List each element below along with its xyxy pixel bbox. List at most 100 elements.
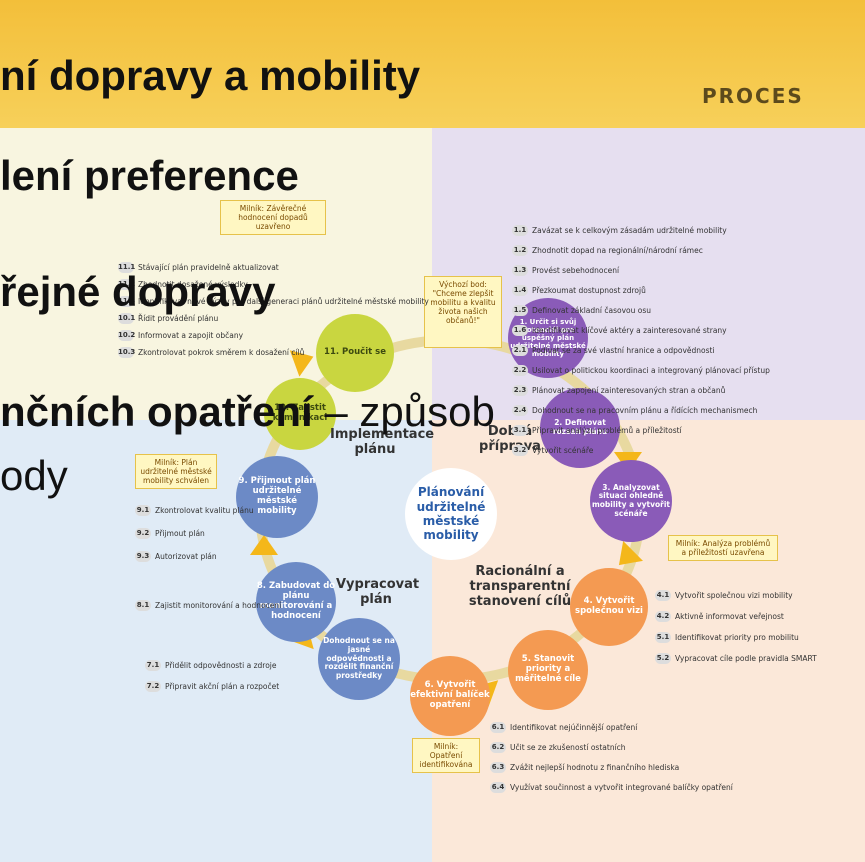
substep-number: 1.4 xyxy=(512,285,528,296)
headline-4b: – způsob xyxy=(312,388,495,435)
step-4-circle: 4. Vytvořit společnou vizi xyxy=(570,568,648,646)
substep-label: Vytvořit scénáře xyxy=(532,446,594,455)
step-8-circle: 8. Zabudovat do plánu monitorování a hod… xyxy=(256,562,336,642)
substep-label: Zkontrolovat kvalitu plánu xyxy=(155,506,254,515)
substep-number: 10.1 xyxy=(118,313,136,324)
substep-number: 6.2 xyxy=(490,742,506,753)
headline-4: nčních opatření xyxy=(0,388,313,435)
substep-number: 5.1 xyxy=(655,632,671,643)
substeps-7: 7.1 Přidělit odpovědnosti a zdroje 7.2 Přip… xyxy=(145,660,279,702)
substep-label: Zhodnotit dopad na regionální/národní rá… xyxy=(532,246,703,255)
substep-label: Zkontrolovat pokrok směrem k dosažení cí… xyxy=(138,348,305,357)
substep-label: Identifikovat nové výzvy pro další gener… xyxy=(138,297,429,306)
substeps-right: 1.1 Zavázat se k celkovým zásadám udržite… xyxy=(512,225,770,465)
substep-label: Vytvořit společnou vizi mobility xyxy=(675,591,793,600)
substep-number: 9.1 xyxy=(135,505,151,516)
proces-label: PROCES xyxy=(702,84,804,108)
substep-number: 10.2 xyxy=(118,330,136,341)
step-11-circle: 11. Poučit se xyxy=(316,314,394,392)
header-banner xyxy=(0,0,865,128)
substep-number: 5.2 xyxy=(655,653,671,664)
headline-5: ody xyxy=(0,452,68,499)
substep-number: 11.2 xyxy=(118,279,136,290)
substep-label: Zajistit monitorování a hodnocení xyxy=(155,601,282,610)
step-9-circle: 9. Přijmout plán udržitelné městské mobi… xyxy=(236,456,318,538)
substep-number: 4.1 xyxy=(655,590,671,601)
substep-label: Definovat základní časovou osu xyxy=(532,306,651,315)
substep-label: Podívat se za své vlastní hranice a odpo… xyxy=(532,346,715,355)
substep-label: Připravit akční plán a rozpočet xyxy=(165,682,280,691)
substep-number: 7.2 xyxy=(145,681,161,692)
milestone-2: Milník: Plán udržitelné městské mobility… xyxy=(135,454,217,489)
center-circle: Plánování udržitelné městské mobility xyxy=(405,468,497,560)
milestone-3: Milník: Analýza problémů a příležitostí … xyxy=(668,535,778,561)
headline-3: řejné dopravy xyxy=(0,268,276,315)
substep-number: 3.2 xyxy=(512,445,528,456)
substep-number: 1.3 xyxy=(512,265,528,276)
substep-number: 2.1 xyxy=(512,345,528,356)
substep-number: 11.3 xyxy=(118,296,136,307)
substep-number: 6.3 xyxy=(490,762,506,773)
substep-number: 4.2 xyxy=(655,611,671,622)
substep-number: 7.1 xyxy=(145,660,161,671)
substep-number: 1.2 xyxy=(512,245,528,256)
substep-item: 2.1 Podívat se za své vlastní hranice a o… xyxy=(512,345,770,356)
substep-item: 6.1 Identifikovat nejúčinnější opatření xyxy=(490,722,733,733)
substep-label: Řídit provádění plánu xyxy=(138,314,219,323)
substep-item: 1.2 Zhodnotit dopad na regionální/národní… xyxy=(512,245,770,256)
substep-label: Plánovat zapojení zainteresovaných stran… xyxy=(532,386,726,395)
phase-vypracovat: Vypracovat plán xyxy=(336,577,420,607)
substep-number: 9.3 xyxy=(135,551,151,562)
substep-label: Zavázat se k celkovým zásadám udržitelné… xyxy=(532,226,727,235)
step-10-circle: 10. Zajistit komunikaci xyxy=(264,378,336,450)
substep-item: 1.6 Identifikovat klíčové aktéry a zainte… xyxy=(512,325,770,336)
substep-label: Usilovat o politickou koordinaci a integ… xyxy=(532,366,770,375)
substep-number: 9.2 xyxy=(135,528,151,539)
substep-label: Identifikovat klíčové aktéry a zainteres… xyxy=(532,326,727,335)
substep-label: Přidělit odpovědnosti a zdroje xyxy=(165,661,277,670)
substep-item: 9.1 Zkontrolovat kvalitu plánu xyxy=(135,505,254,516)
substep-item: 7.2 Připravit akční plán a rozpočet xyxy=(145,681,279,692)
substep-item: 1.1 Zavázat se k celkovým zásadám udržite… xyxy=(512,225,770,236)
substep-label: Informovat a zapojit občany xyxy=(138,331,244,340)
step-5-circle: 5. Stanovit priority a měřitelné cíle xyxy=(508,630,588,710)
substep-label: Zvážit nejlepší hodnotu z finančního hle… xyxy=(510,763,680,772)
center-label: Plánování udržitelné městské mobility xyxy=(416,485,486,543)
substep-item: 6.3 Zvážit nejlepší hodnotu z finančního … xyxy=(490,762,733,773)
phase-implementace: Implementace plánu xyxy=(330,427,435,457)
substep-label: Aktivně informovat veřejnost xyxy=(675,612,784,621)
arrow-icon xyxy=(250,535,278,555)
substep-label: Identifikovat nejúčinnější opatření xyxy=(510,723,638,732)
substep-number: 3.1 xyxy=(512,425,528,436)
substeps-4-5: 4.1 Vytvořit společnou vizi mobility 4.2 Ak… xyxy=(655,590,817,674)
substep-number: 6.1 xyxy=(490,722,506,733)
milestone-4: Milník: Opatření identifikována xyxy=(412,738,480,773)
substep-number: 2.2 xyxy=(512,365,528,376)
substep-item: 3.2 Vytvořit scénáře xyxy=(512,445,770,456)
substep-item: 4.2 Aktivně informovat veřejnost xyxy=(655,611,817,622)
substep-number: 1.6 xyxy=(512,325,528,336)
substep-item: 4.1 Vytvořit společnou vizi mobility xyxy=(655,590,817,601)
substep-number: 1.1 xyxy=(512,225,528,236)
substep-item: 7.1 Přidělit odpovědnosti a zdroje xyxy=(145,660,279,671)
substep-label: Dohodnout se na pracovním plánu a řídící… xyxy=(532,406,758,415)
headline-4-row: nčních opatření – způsob xyxy=(0,388,495,436)
substep-item: 2.2 Usilovat o politickou koordinaci a in… xyxy=(512,365,770,376)
substep-label: Vypracovat cíle podle pravidla SMART xyxy=(675,654,817,663)
step-2-circle: 2. Definovat rozsah plánu xyxy=(540,388,620,468)
substep-label: Učit se ze zkušeností ostatních xyxy=(510,743,626,752)
